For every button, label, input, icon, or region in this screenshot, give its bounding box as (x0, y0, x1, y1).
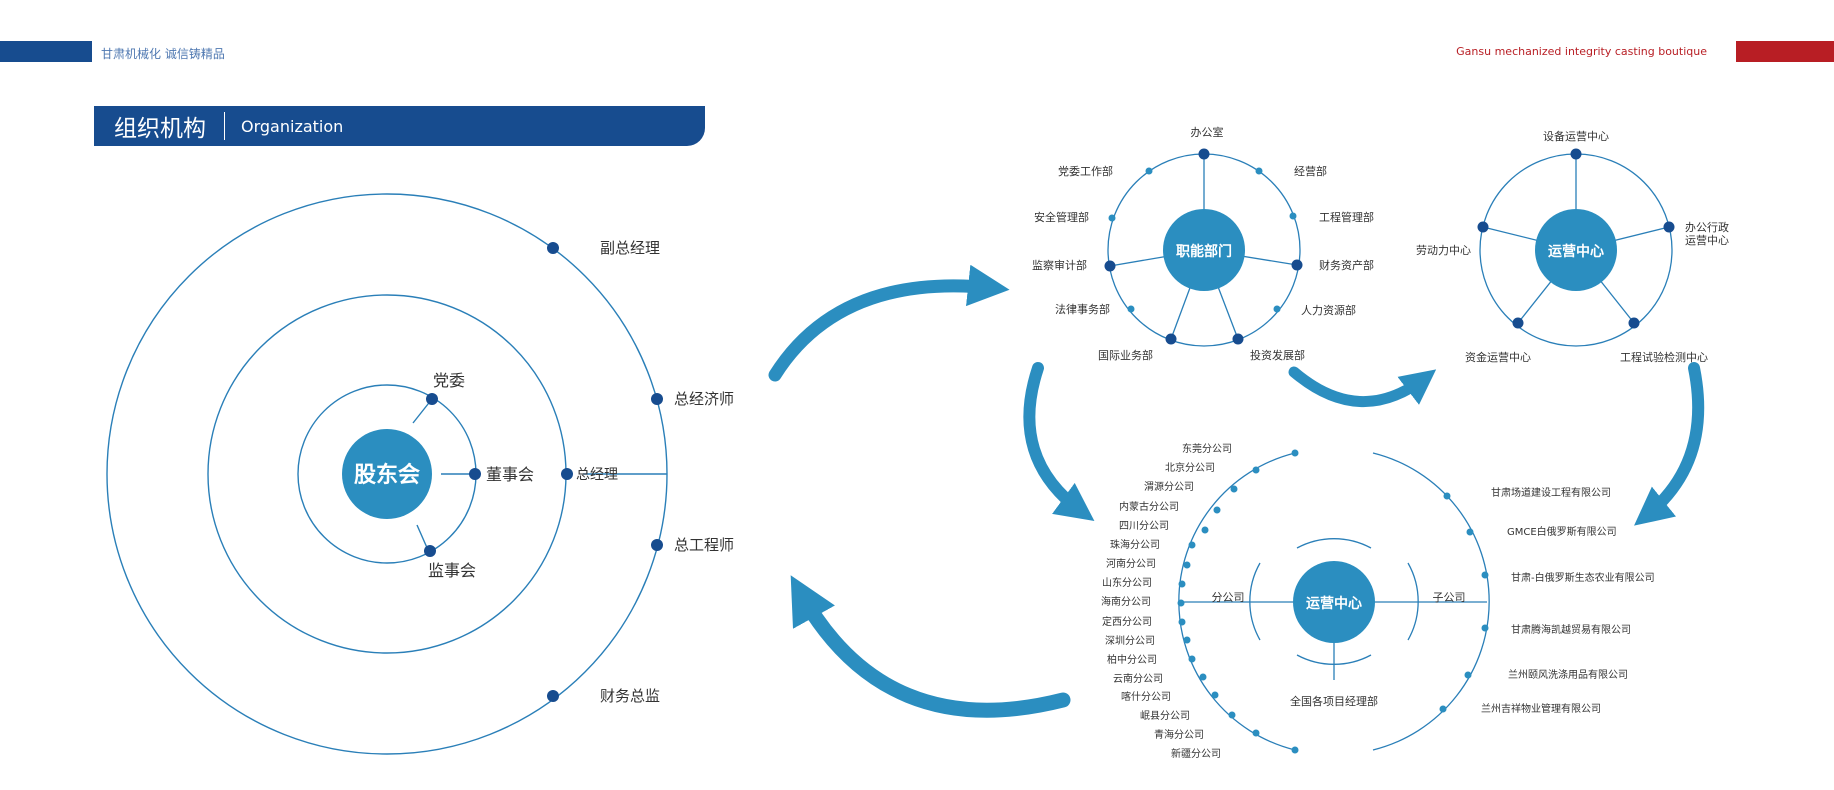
functional-hub-label: 职能部门 (1176, 243, 1232, 260)
functional-departments-cluster: 职能部门 办公室 经营部 工程管理部 财务资产部 人力资源部 投资发展部 国际业… (1032, 125, 1374, 362)
ops-equipment: 设备运营中心 (1543, 129, 1609, 143)
section-title-cn: 组织机构 (114, 116, 206, 142)
branch-company: 东莞分公司 (1182, 442, 1232, 455)
label-cfo: 财务总监 (600, 687, 660, 705)
dept-international: 国际业务部 (1098, 348, 1153, 362)
label-supervisors: 监事会 (428, 561, 476, 580)
title-divider (224, 112, 225, 140)
ops-testing: 工程试验检测中心 (1620, 350, 1708, 364)
label-project-departments: 全国各项目经理部 (1290, 694, 1378, 708)
shareholders-meeting-node (342, 429, 432, 519)
branch-company: 北京分公司 (1165, 461, 1215, 474)
dot-deputy-gm (547, 242, 559, 254)
dot-chief-engineer (651, 539, 663, 551)
governance-connectors (412, 398, 667, 551)
operations-bottom-cluster: 运营中心 分公司 子公司 全国各项目经理部 (1101, 442, 1655, 760)
ops-admin: 办公行政运营中心 (1685, 220, 1729, 247)
section-title-band: 组织机构 Organization (94, 106, 705, 146)
subsidiary-list: 甘肃场道建设工程有限公司 GMCE白俄罗斯有限公司 甘肃-白俄罗斯生态农业有限公… (1481, 486, 1655, 715)
operations-bottom-hub (1293, 561, 1375, 643)
label-chief-engineer: 总工程师 (674, 536, 734, 554)
hub-shareholders: 股东会 (354, 462, 420, 488)
operations-top-hub (1535, 209, 1617, 291)
subsidiary-company: 兰州吉祥物业管理有限公司 (1481, 702, 1601, 715)
arrow-back-to-governance (790, 575, 1071, 718)
subsidiary-dots (1439, 492, 1489, 713)
section-title-en: Organization (241, 116, 344, 136)
branch-company: 河南分公司 (1106, 557, 1156, 570)
branch-company: 四川分公司 (1119, 520, 1169, 532)
subsidiary-company: 甘肃-白俄罗斯生态农业有限公司 (1511, 571, 1655, 584)
dot-cfo (547, 690, 559, 702)
branch-company: 柏中分公司 (1107, 653, 1157, 666)
header-accent-bar-left (0, 41, 92, 62)
branch-company: 云南分公司 (1113, 672, 1163, 685)
ops-funds: 资金运营中心 (1465, 350, 1531, 364)
ops-labor: 劳动力中心 (1416, 244, 1471, 257)
operations-top-hub-label: 运营中心 (1548, 243, 1604, 260)
flow-arrows (768, 264, 1705, 718)
branch-company: 山东分公司 (1102, 576, 1152, 589)
operations-bottom-hub-label: 运营中心 (1306, 595, 1362, 612)
arrow-to-ops-bottom-right (1634, 362, 1705, 526)
functional-hub (1163, 209, 1245, 291)
operations-centers-cluster: 运营中心 设备运营中心 办公行政运营中心 工程试验检测中心 资金运营中心 劳动力… (1416, 129, 1729, 364)
label-board: 董事会 (486, 465, 534, 484)
header-slogan-en: Gansu mechanized integrity casting bouti… (1456, 45, 1707, 58)
branch-company: 深圳分公司 (1105, 635, 1155, 647)
branch-company: 内蒙古分公司 (1119, 500, 1179, 513)
branch-company: 定西分公司 (1102, 615, 1152, 628)
dot-supervisors (424, 545, 436, 557)
subsidiary-company: 甘肃场道建设工程有限公司 (1491, 486, 1611, 499)
label-branch-companies: 分公司 (1212, 591, 1245, 604)
dot-party (426, 393, 438, 405)
arrow-to-ops-top (1288, 366, 1437, 408)
label-subsidiaries: 子公司 (1433, 591, 1466, 604)
branch-company: 新疆分公司 (1171, 747, 1221, 760)
dept-finance: 财务资产部 (1319, 258, 1374, 272)
branch-company: 岷县分公司 (1140, 710, 1190, 722)
arrow-to-functional (768, 264, 1010, 382)
subsidiary-company: GMCE白俄罗斯有限公司 (1507, 525, 1617, 538)
subsidiary-company: 甘肃腾海凯越贸易有限公司 (1511, 623, 1631, 636)
subsidiary-company: 兰州颐风洗涤用品有限公司 (1508, 668, 1628, 681)
dot-board (469, 468, 481, 480)
header-slogan-cn: 甘肃机械化 诚信铸精品 (101, 47, 225, 61)
label-chief-economist: 总经济师 (674, 390, 734, 408)
dept-hr: 人力资源部 (1301, 303, 1356, 317)
dept-business: 经营部 (1294, 164, 1327, 178)
dept-party-work: 党委工作部 (1058, 164, 1113, 178)
branch-company: 喀什分公司 (1121, 690, 1171, 703)
dept-investment: 投资发展部 (1250, 348, 1305, 362)
dept-legal: 法律事务部 (1055, 302, 1110, 316)
label-deputy-gm: 副总经理 (600, 239, 660, 257)
branch-company: 珠海分公司 (1110, 538, 1160, 551)
branch-dots (1177, 449, 1299, 754)
dot-gm (561, 468, 573, 480)
branch-company: 青海分公司 (1154, 728, 1204, 741)
header-accent-bar-right (1736, 41, 1834, 62)
label-general-manager: 总经理 (576, 467, 618, 483)
arrow-to-ops-bottom-left (1023, 362, 1095, 522)
branch-company: 海南分公司 (1101, 595, 1151, 608)
dept-audit: 监察审计部 (1032, 258, 1087, 272)
dept-office: 办公室 (1191, 125, 1224, 139)
branch-company-list: 东莞分公司 北京分公司 渭源分公司 内蒙古分公司 四川分公司 珠海分公司 河南分… (1101, 442, 1232, 760)
dept-safety: 安全管理部 (1034, 210, 1089, 224)
governance-dots (424, 242, 663, 702)
branch-company: 渭源分公司 (1144, 480, 1194, 493)
dot-chief-economist (651, 393, 663, 405)
dept-engineering: 工程管理部 (1319, 210, 1374, 224)
label-party-committee: 党委 (433, 371, 465, 390)
